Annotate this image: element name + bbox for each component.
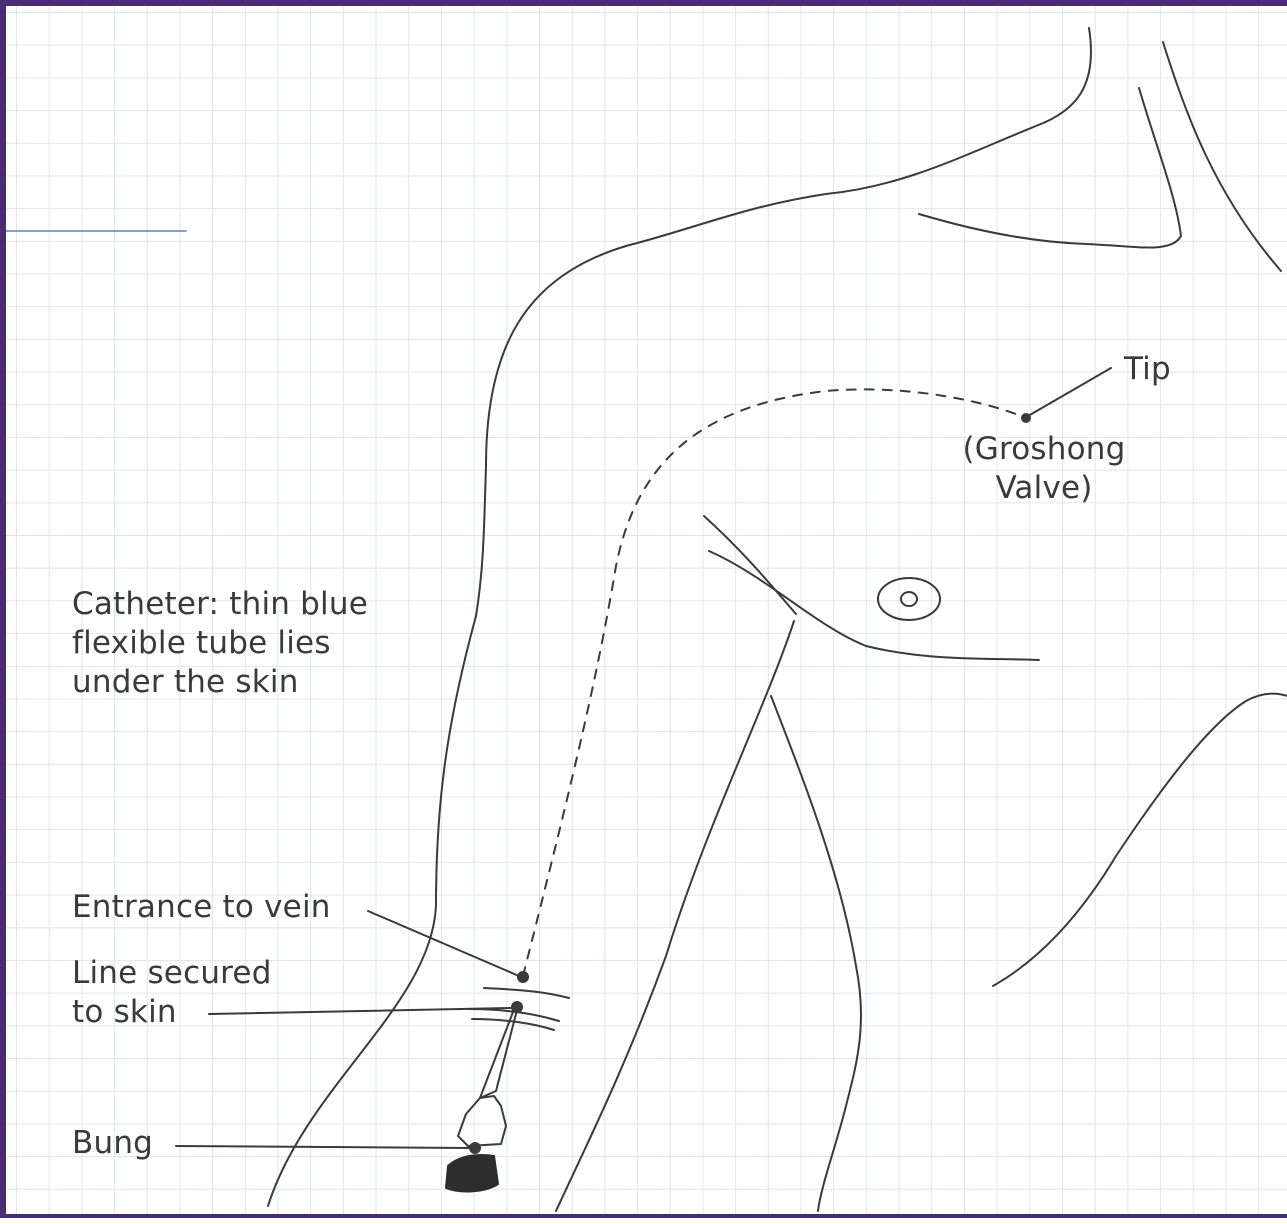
torso-right-outline xyxy=(993,694,1287,986)
chest-fold xyxy=(709,551,1039,660)
tip-label: Tip xyxy=(1124,350,1171,389)
torso-side-outline xyxy=(556,621,794,1211)
armpit-outline xyxy=(704,516,796,614)
strap-1 xyxy=(484,988,569,998)
secured-label: Line secured to skin xyxy=(72,954,272,1032)
catheter-label: Catheter: thin blue flexible tube lies u… xyxy=(72,585,368,702)
arm-inner-outline xyxy=(771,696,861,1211)
groshong-valve-label: (Groshong Valve) xyxy=(949,430,1139,508)
bung-cap xyxy=(446,1155,498,1191)
neck-outline xyxy=(268,28,1091,1206)
nipple-outer xyxy=(878,578,940,620)
bung-connector xyxy=(458,1096,506,1146)
bung-marker xyxy=(469,1142,481,1154)
tip-leader xyxy=(1028,368,1111,416)
entrance-label: Entrance to vein xyxy=(72,888,331,927)
extension-line xyxy=(480,1010,517,1098)
clavicle-outline xyxy=(919,88,1181,248)
entrance-leader xyxy=(368,911,519,976)
nipple-inner xyxy=(901,592,917,606)
bung-leader xyxy=(176,1146,469,1148)
bung-label: Bung xyxy=(72,1124,153,1163)
entrance-marker xyxy=(517,971,529,983)
